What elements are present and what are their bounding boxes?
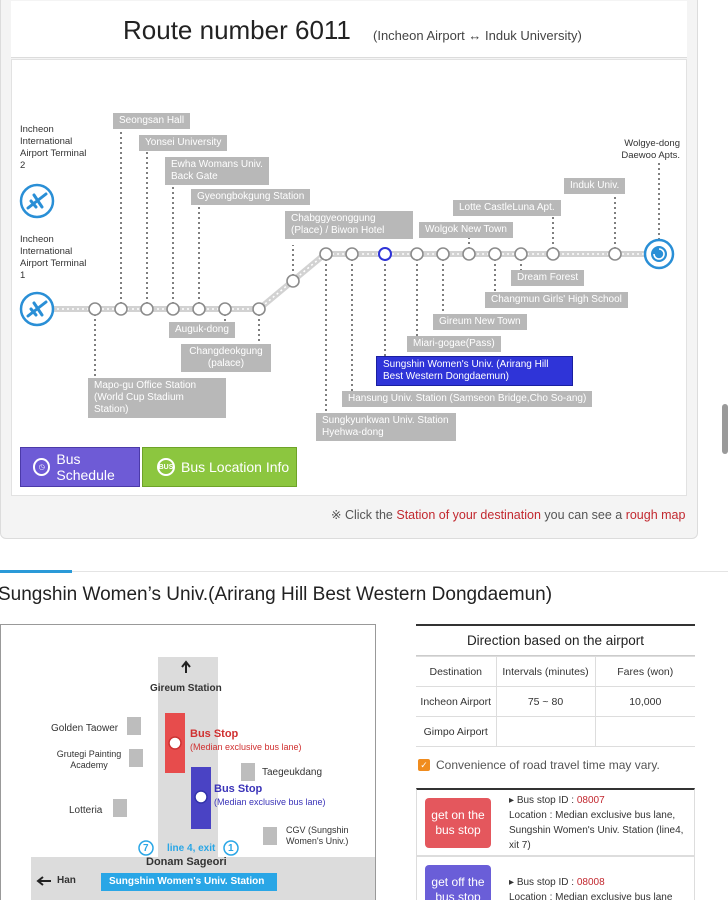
bus-schedule-button[interactable]: ◷ Bus Schedule (20, 447, 140, 487)
station-changmun-girls-high[interactable]: Changmun Girls' High School (485, 292, 628, 308)
station-ewha-back-gate[interactable]: Ewha Womans Univ. Back Gate (165, 157, 269, 185)
route-subtitle: (Incheon Airport ↔ Induk University) (373, 28, 582, 43)
table-cell: 10,000 (594, 686, 695, 717)
station-wolgok-new-town[interactable]: Wolgok New Town (419, 222, 513, 238)
station-gyeongbokgung[interactable]: Gyeongbokgung Station (191, 189, 311, 205)
exit-1-label: 1 (228, 843, 234, 854)
airport-icon (19, 291, 55, 327)
station-seongsan-hall[interactable]: Seongsan Hall (113, 113, 191, 129)
exit-7-label: 7 (143, 843, 149, 854)
terminal-2-label: Incheon International Airport Terminal 2 (20, 124, 87, 171)
bus-stop-2-sub: (Median exclusive bus lane) (214, 797, 326, 807)
station-sungkyunkwan-univ[interactable]: Sungkyunkwan Univ. Station Hyehwa-dong (316, 413, 456, 441)
bus-stop-2-label: Bus Stop (214, 783, 263, 795)
golden-tower-label: Golden Taower (51, 723, 119, 734)
header-destination: Destination (416, 656, 497, 687)
bus-location-button[interactable]: BUS Bus Location Info (142, 447, 297, 487)
get-off-button[interactable]: get off the bus stop (425, 865, 491, 900)
get-on-location: Location : Median exclusive bus lane, Su… (509, 810, 684, 851)
header-fares: Fares (won) (594, 656, 695, 687)
get-on-info: ▸ Bus stop ID : 08007 Location : Median … (509, 793, 689, 853)
route-note: ※ Click the Station of your destination … (331, 508, 686, 522)
table-cell: Incheon Airport (416, 686, 497, 717)
get-off-stop-box: get off the bus stop ▸ Bus stop ID : 080… (416, 856, 695, 900)
station-mapo-gu-office[interactable]: Mapo-gu Office Station (World Cup Stadiu… (88, 378, 226, 418)
table-cell (495, 716, 596, 747)
section-title: Sungshin Women’s Univ.(Arirang Hill Best… (0, 584, 553, 605)
terminal-1-label: Incheon International Airport Terminal 1 (20, 234, 87, 281)
lotteria-label: Lotteria (69, 805, 103, 816)
bus-location-label: Bus Location Info (181, 459, 290, 475)
travel-time-note: ✓ Convenience of road travel time may va… (418, 758, 660, 772)
route-title: Route number 6011 (123, 15, 351, 45)
table-cell: 75 ~ 80 (495, 686, 596, 717)
table-row: Gimpo Airport (416, 716, 695, 747)
bus-icon: BUS (157, 458, 175, 476)
checkbox-icon: ✓ (418, 759, 430, 771)
direction-table: Destination Intervals (minutes) Fares (w… (416, 656, 695, 747)
selected-station-marker (378, 247, 392, 261)
get-on-stop-box: get on the bus stop ▸ Bus stop ID : 0800… (416, 788, 695, 856)
station-dream-forest[interactable]: Dream Forest (511, 270, 585, 286)
station-hansung-univ[interactable]: Hansung Univ. Station (Samseon Bridge,Ch… (342, 391, 593, 407)
terminus-label: Wolgye-dong Daewoo Apts. (621, 138, 680, 161)
station-rough-map: Gireum Station Golden Taower Grutegi Pai… (0, 624, 376, 900)
bus-stop-1-sub: (Median exclusive bus lane) (190, 742, 302, 752)
station-miari-gogae[interactable]: Miari-gogae(Pass) (407, 336, 501, 352)
route-header: Route number 6011 (Incheon Airport ↔ Ind… (11, 1, 687, 58)
route-map: Incheon International Airport Terminal 2… (11, 59, 687, 496)
table-header-row: Destination Intervals (minutes) Fares (w… (416, 656, 695, 687)
station-lotte-castleluna[interactable]: Lotte CastleLuna Apt. (453, 200, 561, 216)
station-sungshin-womens-univ[interactable]: Sungshin Women's Univ. (Arirang Hill Bes… (376, 356, 573, 386)
han-label: Han (57, 875, 76, 886)
station-gireum-new-town[interactable]: Gireum New Town (433, 314, 527, 330)
header-intervals: Intervals (minutes) (495, 656, 596, 687)
bus-stop-1-label: Bus Stop (190, 728, 239, 740)
exit-line-label: line 4, exit (167, 843, 216, 854)
get-on-button[interactable]: get on the bus stop (425, 798, 491, 848)
table-cell: Gimpo Airport (416, 716, 497, 747)
table-cell (594, 716, 695, 747)
taegeukdang-label: Taegeukdang (262, 767, 323, 778)
station-induk-univ[interactable]: Induk Univ. (564, 178, 626, 194)
airport-icon (19, 183, 55, 219)
donam-sageori-label: Donam Sageori (146, 856, 227, 868)
grutegi-label: Grutegi Painting Academy (56, 749, 122, 770)
route-card: Route number 6011 (Incheon Airport ↔ Ind… (0, 0, 698, 539)
route-map-lines (19, 128, 675, 412)
station-yonsei-university[interactable]: Yonsei University (139, 135, 228, 151)
get-off-info: ▸ Bus stop ID : 08008 Location : Median … (509, 875, 689, 900)
section-accent-bar (0, 570, 72, 573)
terminus-icon (643, 238, 675, 270)
section-divider (0, 571, 728, 572)
get-off-location: Location : Median exclusive bus lane (509, 892, 673, 900)
station-changdeokgung[interactable]: Changdeokgung (palace) (181, 344, 271, 372)
clock-icon: ◷ (33, 458, 51, 476)
direction-title: Direction based on the airport (416, 624, 695, 656)
table-row: Incheon Airport 75 ~ 80 10,000 (416, 686, 695, 717)
gireum-station-label: Gireum Station (150, 683, 222, 694)
page-scrollbar-thumb[interactable] (722, 404, 728, 454)
station-changgyeonggung[interactable]: Chabggyeonggung (Place) / Biwon Hotel (285, 211, 413, 239)
rough-map-drawing (31, 657, 375, 900)
bus-schedule-label: Bus Schedule (56, 451, 115, 483)
station-auguk-dong[interactable]: Auguk-dong (169, 322, 235, 338)
cgv-label: CGV (Sungshin Women's Univ.) (286, 825, 349, 846)
station-bar-label: Sungshin Women's Univ. Station (109, 876, 265, 887)
